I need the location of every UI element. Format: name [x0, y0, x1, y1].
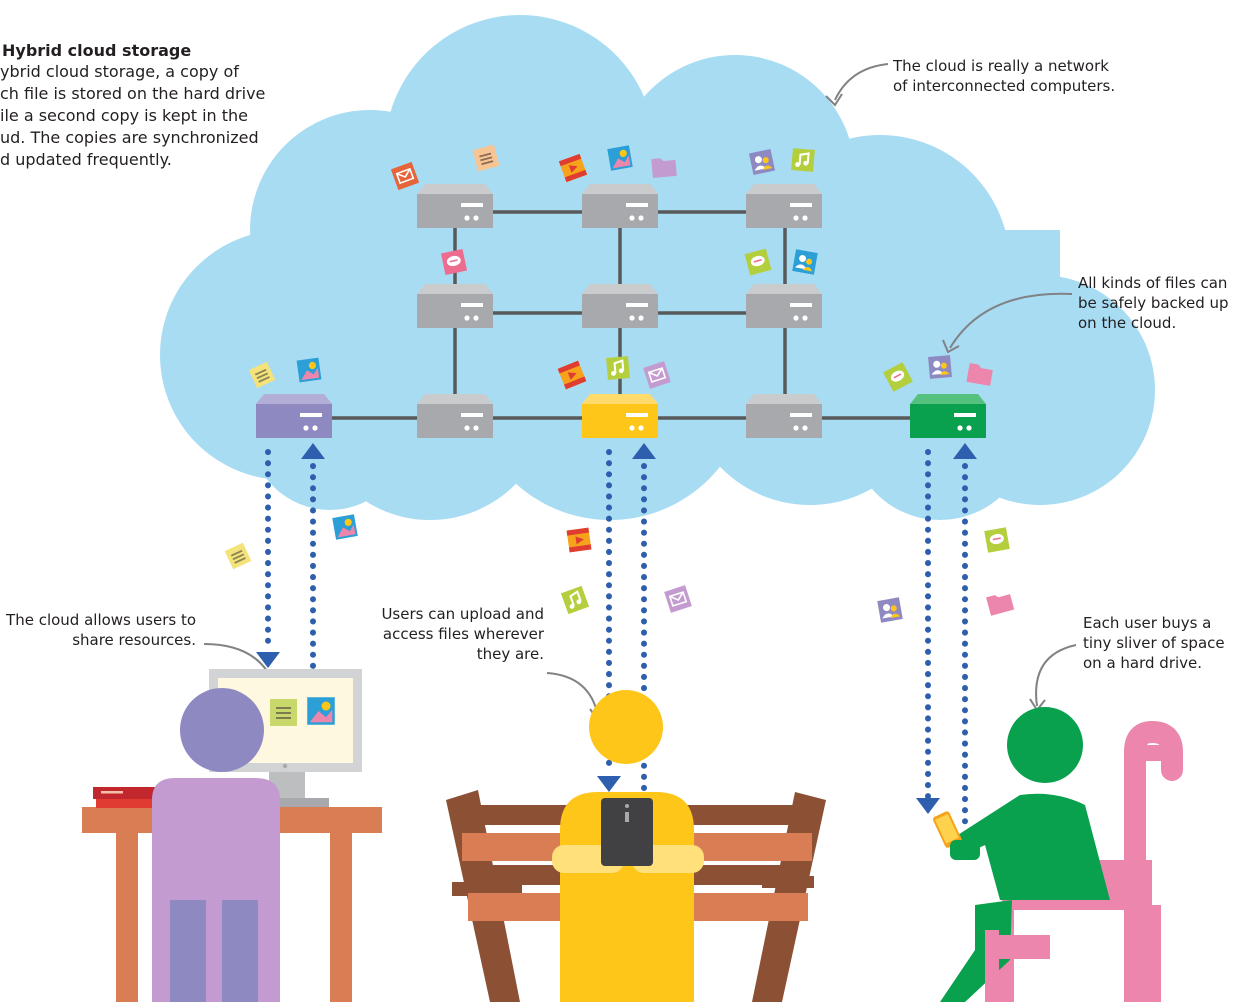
- user-head: [589, 690, 663, 764]
- user-body: [950, 793, 1110, 900]
- music-icon: [605, 355, 631, 381]
- server-gray: [417, 184, 493, 228]
- callout-line: access files wherever: [382, 625, 544, 643]
- contacts-icon: [928, 355, 952, 379]
- callout-line: on the cloud.: [1078, 314, 1177, 332]
- callout-line: be safely backed up: [1078, 294, 1229, 312]
- upload-arrow: [953, 443, 977, 459]
- video-icon: [566, 527, 592, 553]
- callout-line: on a hard drive.: [1083, 654, 1203, 672]
- chair-user: [932, 707, 1183, 1002]
- upload-arrow: [301, 443, 325, 459]
- desk-user: [82, 669, 382, 1002]
- download-arrow: [256, 652, 280, 668]
- callout-sliver: Each user buys a tiny sliver of space on…: [1083, 613, 1225, 673]
- intro-line: d updated frequently.: [0, 150, 172, 169]
- image-icon: [307, 697, 335, 725]
- callout-line: The cloud allows users to: [6, 611, 196, 629]
- download-arrow: [916, 798, 940, 814]
- contacts-icon: [792, 249, 818, 275]
- callout-line: tiny sliver of space: [1083, 634, 1225, 652]
- user-head: [180, 688, 264, 772]
- intro-panel: Hybrid cloud storage ybrid cloud storage…: [0, 41, 300, 171]
- server-gray: [582, 184, 658, 228]
- callout-upload: Users can upload and access files wherev…: [352, 604, 544, 664]
- bench-user: [446, 690, 826, 1002]
- server-gray: [746, 284, 822, 328]
- intro-title: Hybrid cloud storage: [2, 41, 192, 60]
- callout-share: The cloud allows users to share resource…: [0, 610, 196, 650]
- server-gray: [746, 394, 822, 438]
- intro-body: ybrid cloud storage, a copy of ch file i…: [0, 61, 300, 171]
- image-icon: [607, 145, 633, 171]
- transfer-arrows: [256, 443, 977, 814]
- callout-network: The cloud is really a network of interco…: [893, 56, 1115, 96]
- chat-icon: [440, 248, 468, 276]
- book: [93, 787, 155, 799]
- intro-line: ybrid cloud storage, a copy of: [0, 62, 239, 81]
- document-icon: [224, 542, 252, 570]
- music-icon: [790, 147, 816, 173]
- callout-line: they are.: [476, 645, 544, 663]
- server-purple: [256, 394, 332, 438]
- tablet: [601, 798, 653, 866]
- user-body: [560, 792, 694, 1002]
- callout-line: of interconnected computers.: [893, 77, 1116, 95]
- folder-icon: [986, 591, 1015, 616]
- callout-line: Users can upload and: [381, 605, 544, 623]
- intro-line: ud. The copies are synchronized: [0, 128, 259, 147]
- contacts-icon: [877, 597, 903, 623]
- server-gray: [746, 184, 822, 228]
- server-yellow: [582, 394, 658, 438]
- transit-file-icons: [224, 514, 1015, 623]
- server-gray: [417, 284, 493, 328]
- intro-line: ile a second copy is kept in the: [0, 106, 249, 125]
- server-gray: [417, 394, 493, 438]
- user-head: [1007, 707, 1083, 783]
- callout-line: share resources.: [72, 631, 196, 649]
- download-arrow: [597, 776, 621, 792]
- callout-line: All kinds of files can: [1078, 274, 1228, 292]
- server-gray: [582, 284, 658, 328]
- server-green: [910, 394, 986, 438]
- upload-arrow: [632, 443, 656, 459]
- email-icon: [663, 584, 693, 614]
- intro-line: ch file is stored on the hard drive: [0, 84, 266, 103]
- image-icon: [332, 514, 358, 540]
- callout-line: Each user buys a: [1083, 614, 1212, 632]
- image-icon: [296, 357, 322, 383]
- callout-backup: All kinds of files can be safely backed …: [1078, 273, 1229, 333]
- music-icon: [559, 584, 591, 616]
- servers: [256, 184, 986, 438]
- callout-line: The cloud is really a network: [893, 57, 1109, 75]
- phone: [932, 811, 962, 848]
- chat-icon: [984, 527, 1010, 553]
- contacts-icon: [748, 148, 776, 176]
